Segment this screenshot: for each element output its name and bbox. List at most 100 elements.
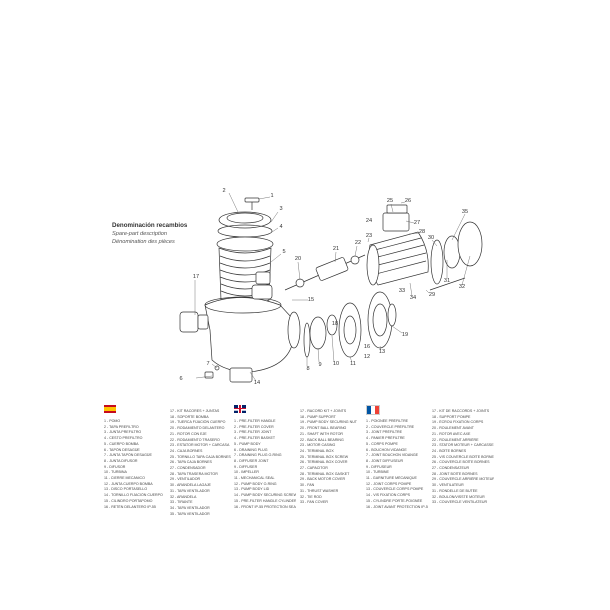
legend-item: 14 - TORNILLO FIJACIÓN CUERPO: [104, 493, 163, 498]
legend-item: 26 - COUVERCLE BOÎTE BORNES: [432, 460, 490, 465]
legend-item: 33 - FAN COVER: [300, 500, 328, 505]
legend-item: 35 - TAPA VENTILADOR: [170, 511, 210, 516]
legend-item: 26 - TERMINAL BOX COVER: [300, 460, 348, 465]
prefilter-handle: [244, 197, 260, 210]
callout-14: 14: [253, 380, 261, 386]
legend-item: 24 - TERMINAL BOX: [300, 448, 334, 453]
title-fr: Dénomination des pièces: [112, 239, 175, 245]
legend-item: 6 - TAPÓN DESAGÜE: [104, 447, 140, 452]
legend-item: 22 - BACK BALL BEARING: [300, 437, 344, 442]
legend-item: 27 - CONDENSATEUR: [432, 466, 470, 471]
legend-item: 14 - PUMP BODY SECURING SCREW: [234, 493, 296, 498]
union-kit: [179, 271, 273, 333]
callout-2: 2: [222, 188, 226, 194]
legend-item: 7 - JOINT BOUCHON VIDANGE: [366, 453, 419, 458]
legend-item: 30 - ARANDELA LAGAJE: [170, 483, 211, 488]
callout-32: 32: [458, 284, 466, 290]
callout-8: 8: [306, 366, 310, 372]
legend-item: 11 - GARNITURE MÉCANIQUE: [366, 476, 417, 481]
legend-item: 24 - CAJA BORNES: [170, 448, 203, 453]
legend-item: 1 - PRE-FILTER HANDLE: [234, 419, 276, 423]
legend-item: 21 - ROTOR CON EJE: [170, 431, 207, 436]
callout-22: 22: [354, 240, 362, 246]
legend-fr-col2: 17 - KIT DE RACCORDS + JOINTS 18 - SUPPO…: [432, 409, 494, 506]
terminal-box: [382, 204, 410, 232]
pump-exploded-diagram: [179, 192, 483, 383]
legend-item: 29 - COUVERCLE ARRIÈRE MOTEUR: [432, 477, 494, 482]
callout-24: 24: [365, 218, 373, 224]
legend-item: 2 - PRE-FILTER COVER: [234, 424, 274, 429]
legend-item: 16 - JOINT AVANT PROTECTION IP-55: [366, 504, 428, 509]
legend-item: 23 - ESTATOR MOTOR + CARCASA: [170, 443, 230, 448]
legend-item: 4 - PANIER PRÉFILTRE: [366, 436, 405, 441]
legend-item: 3 - JOINT PRÉFILTRE: [366, 430, 403, 435]
callout-6: 6: [179, 376, 183, 382]
legend-item: 19 - PUMP BODY SECURING NUT: [300, 420, 357, 425]
legend-es-col1: 1 - POMO 2 - TAPA PREFILTRO 3 - JUNTA PR…: [104, 419, 166, 510]
legend-item: 8 - DIFFUSER JOINT: [234, 458, 269, 463]
legend-item: 32 - BOULON/VISSTE MOTEUR: [432, 494, 485, 499]
legend-item: 23 - STATOR MOTEUR + CARCASSE: [432, 443, 494, 448]
legend-item: 11 - MECHANICAL SEAL: [234, 476, 275, 481]
legend-item: 28 - TERMINAL BOX GASKET: [300, 471, 350, 476]
callout-19: 19: [401, 332, 409, 338]
legend-item: 12 - PUMP BODY O-RING: [234, 481, 277, 486]
legend-item: 29 - VENTILADOR: [170, 477, 201, 482]
legend-es-col2: 17 - KIT RACORES + JUNTAS 18 - SOPORTE B…: [170, 409, 232, 517]
legend-item: 30 - VENTILATEUR: [432, 483, 464, 488]
legend-item: 16 - RETÉN DELANTERO IP-55: [104, 504, 156, 509]
legend-es: 1 - POMO 2 - TAPA PREFILTRO 3 - JUNTA PR…: [104, 405, 231, 516]
legend-item: 17 - KIT RACORES + JUNTAS: [170, 409, 220, 413]
motor-back-cover-fan: [429, 221, 483, 291]
legend-item: 9 - DIFFUSER: [234, 464, 258, 469]
spare-part-title-block: Denominación recambios Spare-part descri…: [112, 222, 187, 246]
legend-item: 15 - PRE-FILTER HANDLE CYLINDER: [234, 498, 296, 503]
callout-33: 33: [398, 288, 406, 294]
legend-item: 8 - JUNTA DIFUSOR: [104, 458, 138, 463]
legend-item: 3 - PRE-FILTER JOINT: [234, 430, 272, 435]
legend-fr-col1: 1 - POIGNÉE PRÉFILTRE 2 - COUVERCLE PRÉF…: [366, 419, 428, 510]
uk-flag-icon: [234, 405, 246, 413]
legend-item: 19 - ÉCROU FIXATION CORPS: [432, 420, 484, 425]
callout-27: 27: [413, 220, 421, 226]
callout-13: 13: [378, 349, 386, 355]
legend-item: 28 - TAPA TRASERA MOTOR: [170, 471, 218, 476]
legend-item: 12 - JOINT CORPS POMPE: [366, 481, 412, 486]
legend-item: 10 - TURBINA: [104, 470, 127, 475]
legend-item: 23 - MOTOR CASING: [300, 443, 336, 448]
legend-item: 34 - TAPA VENTILADOR: [170, 505, 210, 510]
legend-item: 12 - JUNTA CUERPO BOMBA: [104, 481, 153, 486]
france-flag-icon: [366, 405, 380, 415]
prefilter-cover: [218, 211, 272, 229]
legend-item: 18 - SUPPORT POMPE: [432, 414, 471, 419]
legend-item: 7 - JUNTA TAPÓN DESAGÜE: [104, 453, 152, 458]
legend-item: 15 - CILINDRO PORTAPOMO: [104, 498, 153, 503]
legend-item: 1 - POIGNÉE PRÉFILTRE: [366, 419, 409, 423]
legend-item: 10 - IMPELLER: [234, 470, 259, 475]
callout-15: 15: [307, 297, 315, 303]
spain-flag-icon: [104, 405, 116, 413]
legend-item: 29 - BACK MOTOR COVER: [300, 477, 346, 482]
legend-item: 21 - ROTOR AVEC AXE: [432, 431, 471, 436]
legend-item: 26 - TAPA CAJA BORNES: [170, 460, 212, 465]
rotor-shaft: [284, 254, 366, 291]
legend-item: 28 - JOINT BOÎTE BORNES: [432, 471, 478, 476]
legend-item: 6 - DRAINING PLUG: [234, 447, 268, 452]
callout-9: 9: [318, 362, 322, 368]
legend-item: 14 - VIS FIXATION CORPS: [366, 493, 411, 498]
legend-item: 5 - PUMP BODY: [234, 441, 261, 446]
legend-en-col1: 1 - PRE-FILTER HANDLE 2 - PRE-FILTER COV…: [234, 419, 296, 510]
legend-item: 17 - RACORD KIT + JOINTS: [300, 409, 347, 413]
callout-30: 30: [427, 235, 435, 241]
legend-item: 31 - RONDELLE DE BUTÉE: [432, 488, 478, 493]
legend-item: 22 - ROULEMENT ARRIÈRE: [432, 437, 479, 442]
seal-plate: [367, 291, 397, 349]
legend-item: 10 - TURBINE: [366, 470, 389, 475]
callout-35: 35: [461, 209, 469, 215]
legend-item: 4 - PRE-FILTER BASKET: [234, 436, 276, 441]
legend-item: 9 - DIFUSOR: [104, 464, 126, 469]
callout-1: 1: [270, 193, 274, 199]
legend-item: 20 - FRONT BALL BEARING: [300, 426, 347, 431]
callout-3: 3: [279, 206, 283, 212]
callout-26: 26: [404, 198, 412, 204]
